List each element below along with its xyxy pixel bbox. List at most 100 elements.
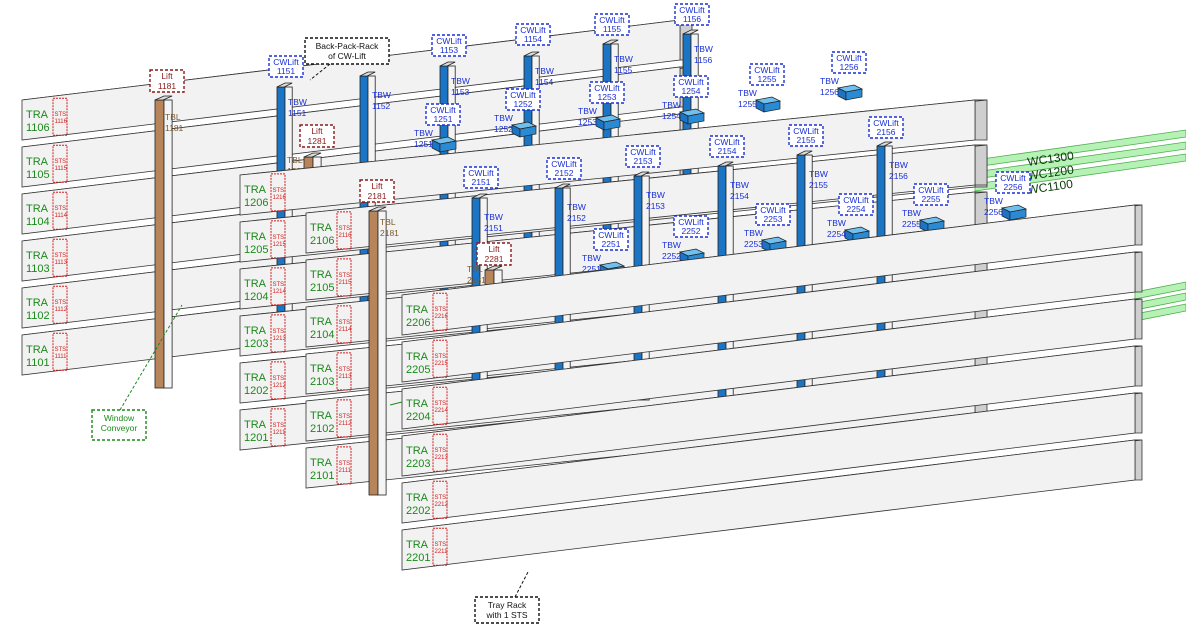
lift-label: Lift: [371, 181, 383, 191]
cw-lift-number: 1252: [514, 99, 533, 109]
tra-number: 2103: [310, 376, 334, 388]
rack-end-face: [1135, 393, 1142, 433]
sts-label: STS: [273, 235, 285, 241]
lift-number: 1281: [308, 136, 327, 146]
sts-number: 1116: [55, 119, 68, 125]
cw-lift-number: 2153: [634, 156, 653, 166]
cw-lift-number: 1154: [524, 34, 543, 44]
sts-number: 2211: [435, 549, 449, 555]
sts-label: STS: [55, 300, 67, 306]
tbw-label: TBW: [614, 54, 633, 64]
sts-label: STS: [273, 376, 285, 382]
tra-label: TRA: [244, 184, 267, 196]
sts-label: STS: [435, 542, 447, 548]
tbw-number: 2153: [646, 201, 665, 211]
tra-label: TRA: [26, 250, 49, 262]
cw-lift-number: 2156: [877, 127, 896, 137]
tra-number: 1202: [244, 385, 268, 397]
sts-number: 1112: [55, 307, 68, 313]
tbl-label: TBL: [467, 264, 483, 274]
sts-number: 2214: [435, 408, 449, 414]
lift-shaft-cap: [304, 153, 321, 157]
tra-number: 2205: [406, 364, 430, 376]
tbw-label: TBW: [414, 128, 433, 138]
cw-lift-number: 1253: [598, 92, 617, 102]
sts-label: STS: [339, 226, 351, 232]
tbw-number: 1152: [372, 101, 391, 111]
lift-shaft: [155, 100, 164, 388]
back-pack-rack-note-line: of CW-Lift: [328, 51, 366, 61]
tbw-label: TBW: [494, 113, 513, 123]
tra-label: TRA: [406, 445, 429, 457]
tra-number: 2204: [406, 411, 430, 423]
tbw-number: 2254: [827, 229, 846, 239]
tra-label: TRA: [244, 372, 267, 384]
sts-number: 2115: [339, 280, 353, 286]
tray-rack-leader: [515, 572, 528, 597]
rack-end-face: [975, 100, 987, 140]
lift-label: Lift: [161, 71, 173, 81]
tra-number: 1203: [244, 338, 268, 350]
cw-lift-number: 2252: [682, 226, 701, 236]
tra-number: 1104: [26, 216, 50, 228]
sts-number: 1216: [273, 195, 287, 201]
tbw-label: TBW: [372, 90, 391, 100]
sts-label: STS: [273, 423, 285, 429]
tbl-label: TBL: [165, 112, 181, 122]
tra-number: 1205: [244, 244, 268, 256]
tbw-label: TBW: [484, 212, 503, 222]
sts-number: 1114: [55, 213, 68, 219]
sts-number: 2216: [435, 314, 449, 320]
sts-label: STS: [273, 329, 285, 335]
cw-lift-number: 1156: [683, 14, 702, 24]
tra-number: 2202: [406, 505, 430, 517]
tbw-number: 1154: [535, 77, 554, 87]
sts-number: 2111: [339, 468, 352, 474]
sts-label: STS: [55, 206, 67, 212]
tra-label: TRA: [310, 457, 333, 469]
tbw-number: 1254: [662, 111, 681, 121]
tbw-label: TBW: [889, 160, 908, 170]
sts-label: STS: [435, 354, 447, 360]
tbw-number: 2151: [484, 223, 503, 233]
tra-label: TRA: [26, 344, 49, 356]
rack-end-face: [975, 145, 987, 185]
tbw-label: TBW: [582, 253, 601, 263]
sts-label: STS: [339, 273, 351, 279]
cw-lift-number: 2151: [472, 177, 491, 187]
tra-number: 1101: [26, 357, 50, 369]
tra-number: 2206: [406, 317, 430, 329]
rack-end-face: [1135, 440, 1142, 480]
cw-lift-number: 2154: [718, 146, 737, 156]
tra-label: TRA: [310, 222, 333, 234]
tra-label: TRA: [310, 410, 333, 422]
lift-number: 2281: [485, 254, 504, 264]
lift-label: Lift: [488, 244, 500, 254]
sts-label: STS: [55, 253, 67, 259]
tra-label: TRA: [406, 539, 429, 551]
tbw-label: TBW: [902, 208, 921, 218]
tbw-label: TBW: [451, 76, 470, 86]
tra-label: TRA: [244, 325, 267, 337]
sts-label: STS: [273, 282, 285, 288]
cw-lift-number: 1151: [277, 66, 296, 76]
tbw-label: TBW: [827, 218, 846, 228]
tbw-number: 1156: [694, 55, 713, 65]
sts-label: STS: [339, 367, 351, 373]
tbw-label: TBW: [567, 202, 586, 212]
tra-label: TRA: [26, 109, 49, 121]
cw-lift-number: 2254: [847, 204, 866, 214]
tra-label: TRA: [406, 398, 429, 410]
tra-number: 2201: [406, 552, 430, 564]
sts-label: STS: [273, 188, 285, 194]
sts-number: 2114: [339, 327, 353, 333]
tbw-label: TBW: [809, 169, 828, 179]
cw-lift-number: 1153: [440, 45, 459, 55]
cw-lift-number: 2256: [1004, 182, 1023, 192]
tbw-number: 1256: [820, 87, 839, 97]
tbl-label: TBL: [380, 217, 396, 227]
tbw-label: TBW: [288, 97, 307, 107]
tra-label: TRA: [26, 156, 49, 168]
